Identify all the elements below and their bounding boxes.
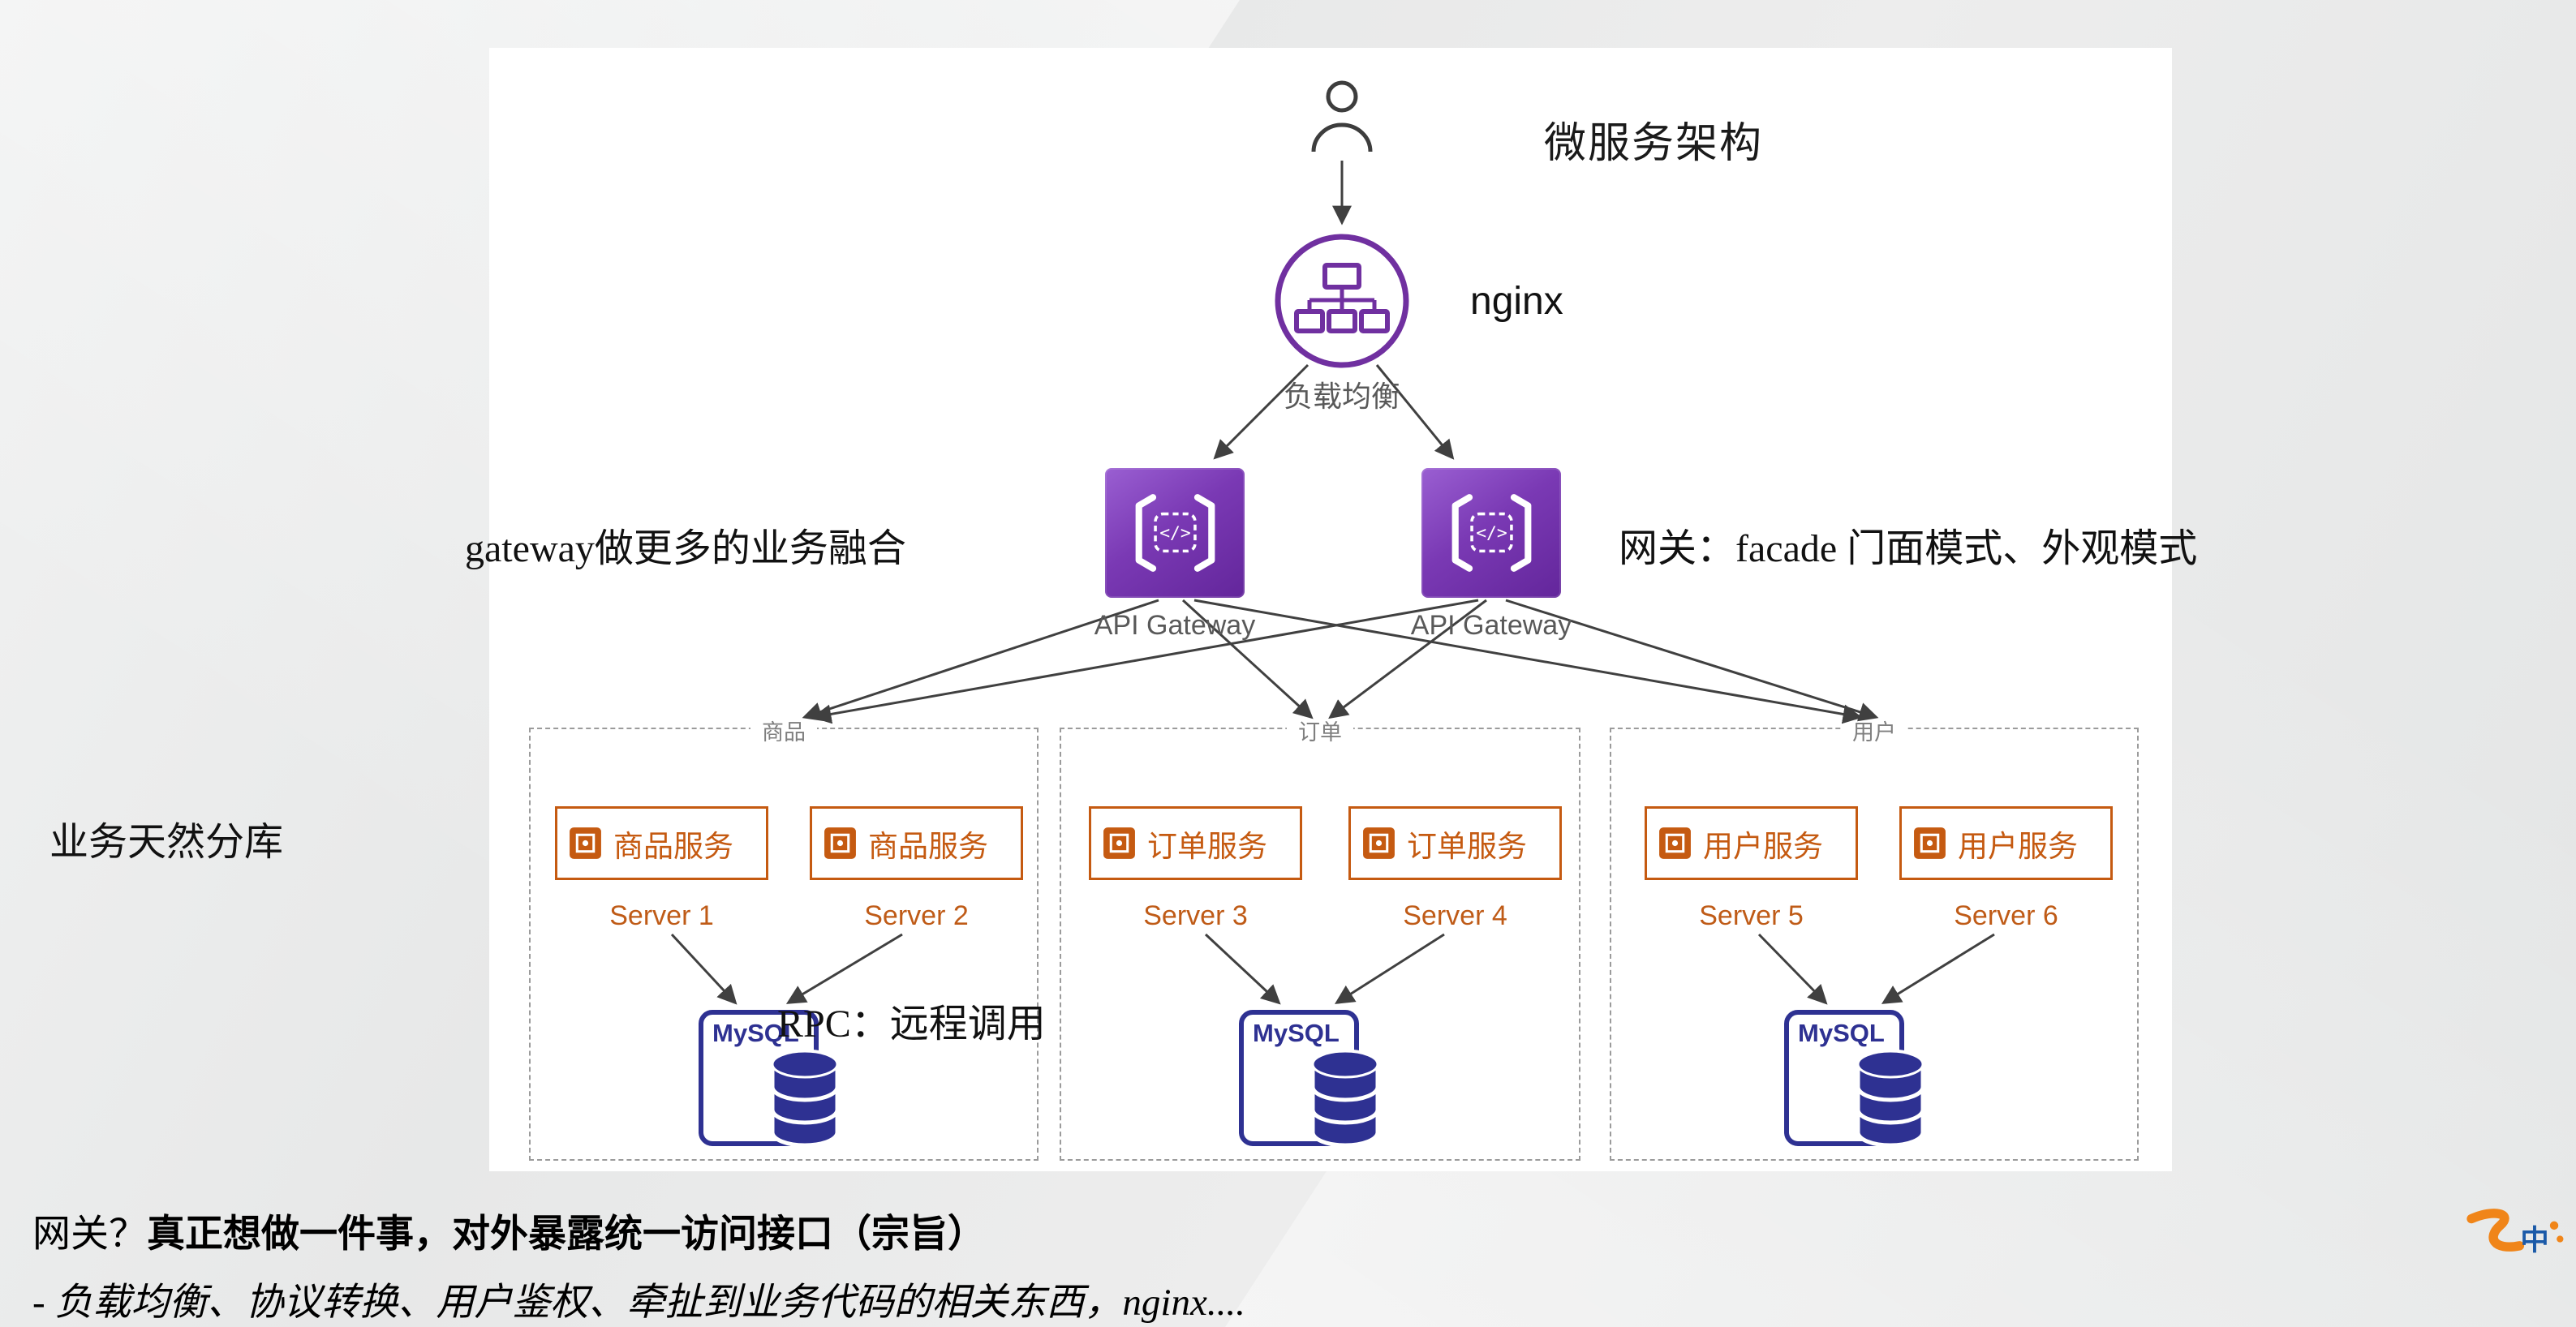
gateway-icon: </> bbox=[1451, 494, 1531, 572]
api-gateway-label-left: API Gateway bbox=[1094, 610, 1256, 641]
service-group-orders: 订单 订单服务 订单服务 Server 3 Server 4 bbox=[1060, 715, 1580, 1161]
service-group-users: 用户 用户服务 用户服务 Server 5 Server 6 bbox=[1610, 715, 2139, 1161]
mysql-label: MySQL bbox=[712, 1019, 799, 1047]
diagram-title: 微服务架构 bbox=[1544, 120, 1764, 167]
server-label: Server 3 bbox=[1143, 900, 1248, 931]
footer-line1: 网关？真正想做一件事，对外暴露统一访问接口（宗旨） bbox=[32, 1202, 986, 1258]
mysql-database: MySQL bbox=[698, 1009, 844, 1159]
annotation-gateway-left: gateway做更多的业务融合 bbox=[465, 527, 906, 570]
code-glyph: </> bbox=[1159, 523, 1191, 543]
api-gateway-label-right: API Gateway bbox=[1410, 610, 1572, 641]
service-node: 商品服务 bbox=[555, 806, 768, 880]
service-node: 用户服务 bbox=[1899, 806, 2113, 880]
service-node: 订单服务 bbox=[1348, 806, 1562, 880]
nginx-label: nginx bbox=[1470, 280, 1563, 323]
chip-icon bbox=[824, 827, 856, 859]
service-label: 用户服务 bbox=[1958, 829, 2078, 863]
server-label: Server 2 bbox=[864, 900, 969, 931]
service-node: 用户服务 bbox=[1645, 806, 1858, 880]
mysql-database: MySQL bbox=[1783, 1009, 1929, 1159]
mysql-icon bbox=[699, 1010, 840, 1148]
chip-icon bbox=[1914, 827, 1946, 859]
chip-icon bbox=[570, 827, 601, 859]
footer-line1-emphasis: 真正想做一件事，对外暴露统一访问接口（宗旨） bbox=[147, 1212, 986, 1255]
service-node: 商品服务 bbox=[810, 806, 1023, 880]
service-label: 订单服务 bbox=[1147, 829, 1267, 863]
service-label: 商品服务 bbox=[868, 829, 988, 863]
service-group-products: 商品 商品服务 商品服务 Server 1 Server 2 bbox=[529, 715, 1039, 1161]
mysql-database: MySQL bbox=[1238, 1009, 1384, 1159]
code-glyph: </> bbox=[1476, 523, 1507, 543]
service-node: 订单服务 bbox=[1089, 806, 1302, 880]
chip-icon bbox=[1659, 827, 1691, 859]
group-title: 商品 bbox=[750, 715, 817, 746]
gateway-icon: </> bbox=[1135, 494, 1215, 572]
user-person-icon bbox=[1311, 80, 1373, 152]
server-label: Server 5 bbox=[1699, 900, 1804, 931]
chip-icon bbox=[1103, 827, 1135, 859]
nginx-load-balancer-icon bbox=[1275, 234, 1409, 368]
annotation-sharding: 业务天然分库 bbox=[49, 821, 284, 864]
group-title: 用户 bbox=[1841, 715, 1907, 746]
mysql-label: MySQL bbox=[1253, 1019, 1340, 1047]
server-label: Server 6 bbox=[1954, 900, 2058, 931]
api-gateway-node-right: </> bbox=[1421, 468, 1561, 598]
chip-icon bbox=[1363, 827, 1395, 859]
mysql-icon bbox=[1239, 1010, 1380, 1148]
server-label: Server 4 bbox=[1403, 900, 1507, 931]
annotation-rpc: RPC：远程调用 bbox=[777, 1003, 1046, 1046]
brand-swoosh-icon: 中 bbox=[2466, 1209, 2564, 1256]
annotation-gateway-right: 网关：facade 门面模式、外观模式 bbox=[1619, 527, 2198, 570]
mysql-label: MySQL bbox=[1798, 1019, 1885, 1047]
service-label: 用户服务 bbox=[1703, 829, 1823, 863]
footer-line1-prefix: 网关？ bbox=[32, 1213, 147, 1256]
group-title: 订单 bbox=[1287, 715, 1353, 746]
watermark-logo: 中 bbox=[2454, 1207, 2568, 1274]
mysql-icon bbox=[1784, 1010, 1925, 1148]
api-gateway-node-left: </> bbox=[1105, 468, 1245, 598]
footer-line2: - 负载均衡、协议转换、用户鉴权、牵扯到业务代码的相关东西，nginx.... bbox=[32, 1282, 1245, 1324]
watermark-text: 中 bbox=[2520, 1225, 2548, 1256]
load-balance-caption: 负载均衡 bbox=[1283, 380, 1401, 413]
service-label: 商品服务 bbox=[613, 829, 733, 863]
service-label: 订单服务 bbox=[1407, 829, 1527, 863]
server-label: Server 1 bbox=[609, 900, 714, 931]
